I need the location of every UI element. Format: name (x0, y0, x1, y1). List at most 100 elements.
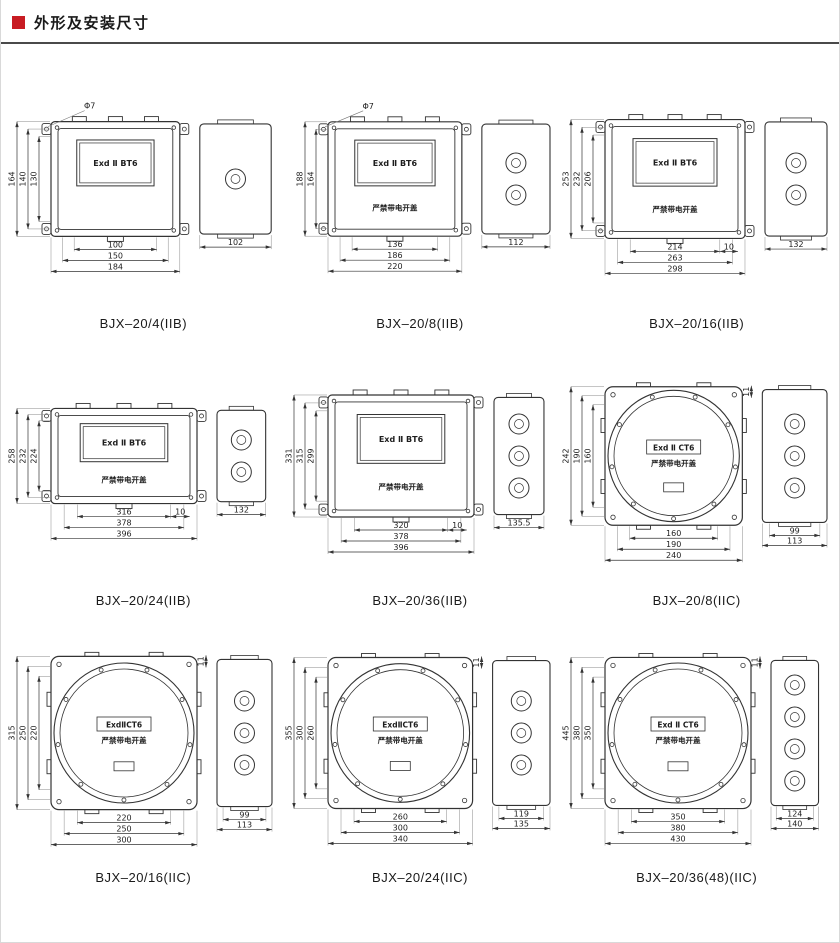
ex-marking-text: Exd Ⅱ BT6 (94, 159, 139, 168)
cover-screw (465, 508, 471, 514)
cable-entry-boss (434, 389, 450, 396)
dimension-label: 232 (572, 171, 581, 186)
model-label: BJX–20/8(IIC) (652, 593, 741, 608)
mounting-hole (610, 392, 616, 398)
hole-size-label: Φ7 (84, 102, 95, 111)
cable-entry-hole-inner (239, 696, 250, 706)
mounting-ear (744, 121, 755, 134)
dimension-label: 130 (30, 171, 39, 186)
cover-plate (611, 126, 739, 232)
mounting-hole (610, 514, 616, 520)
cable-entry-hole (505, 152, 527, 174)
cable-entry-hole-inner (790, 190, 801, 200)
cover-screw (189, 495, 194, 500)
dimension-label: 396 (117, 530, 132, 539)
cover-bolt (340, 697, 346, 703)
cover-screw (736, 123, 741, 128)
model-label: BJX–20/16(IIB) (649, 316, 745, 331)
side-view (492, 656, 551, 810)
cable-entry-boss (116, 402, 132, 409)
mounting-hole (610, 662, 616, 669)
dimension-label: 188 (295, 171, 304, 186)
cable-entry-hole (783, 477, 805, 499)
dimension-label: 300 (393, 823, 408, 832)
side-view (761, 385, 828, 527)
cable-entry-hole (783, 738, 805, 760)
cover-bolt (397, 796, 403, 802)
mounting-hole (182, 126, 188, 132)
ex-marking-text: Exd Ⅱ BT6 (373, 159, 418, 168)
cable-entry-boss (157, 402, 173, 409)
dimension-label: 184 (108, 262, 123, 271)
cover-bolt (649, 394, 655, 400)
dimension-label: 10 (175, 508, 185, 517)
dimension-label: 430 (670, 835, 685, 844)
section-header: 外形及安装尺寸 (1, 0, 839, 42)
cable-entry-hole-inner (236, 435, 247, 445)
marking-plate (645, 439, 701, 455)
round-cover-outer (53, 662, 195, 804)
dimension-label: 299 (306, 448, 315, 463)
dimension-label: 263 (667, 253, 682, 262)
dimension-label: 220 (387, 262, 402, 271)
mounting-hole (610, 797, 616, 804)
cover-plate (57, 414, 191, 498)
cable-entry-hole (505, 184, 527, 206)
dimension-label: 100 (108, 240, 123, 249)
window-inner (357, 142, 433, 184)
cover-plate (57, 128, 174, 230)
window-inner (79, 142, 152, 184)
side-lug (230, 655, 259, 660)
cable-entry-boss (393, 389, 409, 396)
cover-bolt (670, 516, 676, 522)
cable-entry-hole (785, 184, 807, 206)
terminal-window (389, 761, 411, 771)
side-view (216, 405, 267, 507)
cable-entry-hole (225, 168, 247, 190)
dimension-label: 190 (572, 448, 581, 463)
cable-entry-boss (72, 116, 88, 123)
cover-bolt (164, 781, 170, 787)
leader-line (48, 110, 86, 127)
mounting-hole (740, 797, 746, 804)
round-cover-outer (330, 663, 471, 803)
cover-bolt (375, 668, 381, 674)
cable-entry-hole-inner (239, 760, 250, 770)
round-cover-inner (336, 669, 464, 797)
dimension-label: 164 (8, 171, 17, 186)
cable-entry-hole-inner (514, 483, 524, 493)
dimension-label: 315 (295, 448, 304, 463)
side-body (492, 659, 551, 807)
cover-screw (736, 230, 741, 235)
window-frame (354, 139, 436, 187)
dimension-label: 224 (30, 448, 39, 463)
cable-entry-hole-inner (789, 776, 800, 786)
window-inner (83, 426, 166, 460)
cover-bolt (652, 667, 658, 673)
window-frame (76, 139, 155, 187)
warning-text: 严禁带电开盖 (377, 482, 423, 492)
cover-screw (55, 495, 60, 500)
mounting-ear (179, 222, 190, 235)
cover-bolt (632, 781, 637, 787)
cover-bolt (732, 464, 738, 470)
cable-entry-boss (108, 116, 124, 123)
dimension-label: 99 (789, 526, 799, 535)
cover-bolt (121, 797, 127, 803)
cable-entry-boss (323, 692, 329, 708)
marking-plate (372, 716, 428, 732)
cable-entry-hole (785, 152, 807, 174)
enclosure-body (50, 407, 198, 505)
ex-marking-text: Exd Ⅱ BT6 (652, 158, 697, 167)
